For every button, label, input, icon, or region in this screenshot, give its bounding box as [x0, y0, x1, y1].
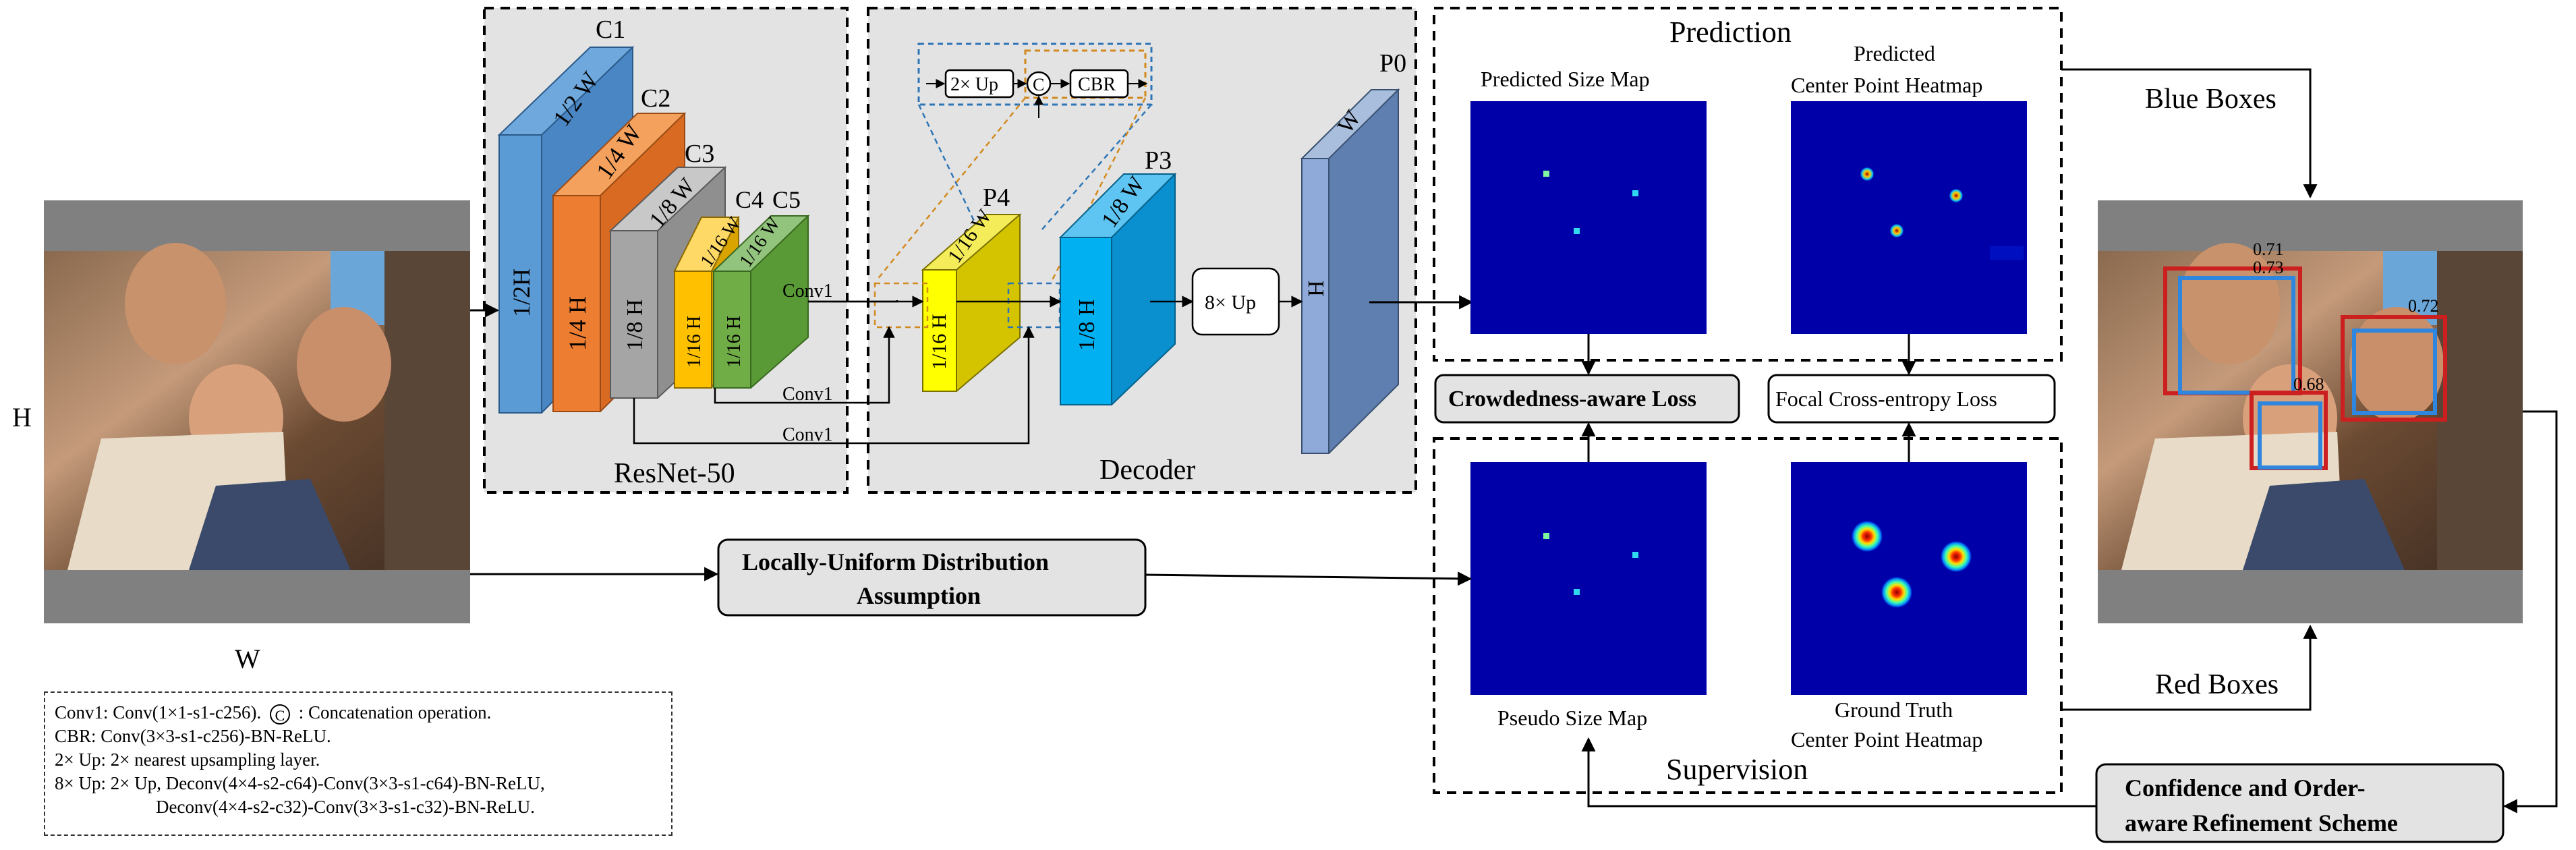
legend-conv1: Conv1: Conv(1×1-s1-c256).: [55, 702, 262, 722]
input-image: [44, 200, 470, 623]
cbr-label: CBR: [1078, 74, 1116, 95]
pred-size-map: [1470, 101, 1707, 334]
stage-c1-name: C1: [596, 16, 625, 44]
stage-c2-name: C2: [641, 84, 670, 113]
supervision-box: [1433, 437, 2063, 794]
up2-label: 2× Up: [950, 74, 998, 95]
stage-c5-name: C5: [772, 186, 801, 213]
blue-boxes-label: Blue Boxes: [2145, 84, 2277, 115]
p3-name: P3: [1145, 146, 1172, 175]
blue-box-2: [2352, 329, 2437, 415]
legend-line-1: Conv1: Conv(1×1-s1-c256). C : Concatenat…: [55, 701, 662, 725]
crowdedness-loss-label: Crowdedness-aware Loss: [1448, 387, 1696, 412]
up8-label: 8× Up: [1205, 291, 1256, 314]
p0-front-label: H: [1304, 280, 1329, 297]
gt-heatmap-label-2: Center Point Heatmap: [1791, 727, 1982, 752]
prediction-box: [1433, 7, 2063, 362]
p3-block: [1058, 173, 1177, 405]
legend-line-3: 2× Up: 2× nearest upsampling layer.: [55, 749, 320, 770]
gt-heatmap-label-1: Ground Truth: [1835, 698, 1953, 722]
luda-line1: Locally-Uniform Distribution: [742, 548, 1049, 575]
refinement-box: [2095, 763, 2505, 843]
pred-heatmap-label-1: Predicted: [1854, 41, 1935, 65]
pseudo-size-map-label: Pseudo Size Map: [1497, 706, 1647, 730]
refinement-line1: Confidence and Order-: [2125, 774, 2366, 801]
output-image: [2098, 200, 2523, 623]
legend-line-5: Deconv(4×4-s2-c32)-Conv(3×3-s1-c32)-BN-R…: [156, 797, 536, 817]
p0-name: P0: [1379, 49, 1406, 78]
stage-c4-name: C4: [735, 186, 764, 213]
refinement-line2: Refinement Scheme: [2192, 810, 2398, 837]
p0-block: [1300, 88, 1400, 454]
pseudo-size-map: [1470, 462, 1707, 695]
red-boxes-label: Red Boxes: [2155, 669, 2279, 700]
p4-front-label: 1/16 H: [928, 314, 950, 370]
focal-loss-label: Focal Cross-entropy Loss: [1775, 387, 1997, 411]
stage-c5-front-label: 1/16 H: [724, 316, 745, 368]
gt-heatmap: [1791, 462, 2027, 695]
p4-block: [921, 213, 1022, 392]
legend-concat-desc: : Concatenation operation.: [298, 702, 492, 722]
legend-concat-icon: C: [269, 704, 290, 725]
score-1: 0.71: [2253, 239, 2284, 259]
refinement-line1b: aware: [2125, 810, 2187, 837]
p3-front-label: 1/8 H: [1075, 300, 1099, 351]
legend-line-4: 8× Up: 2× Up, Deconv(4×4-s2-c64)-Conv(3×…: [55, 773, 545, 793]
conv1-label-mid: Conv1: [782, 384, 833, 405]
input-height-label: H: [12, 402, 32, 432]
conv1-label-bottom: Conv1: [782, 424, 833, 445]
pred-heatmap: [1791, 101, 2027, 334]
stage-c4-front-label: 1/16 H: [684, 316, 705, 368]
supervision-title: Supervision: [1666, 753, 1808, 786]
stage-c3-name: C3: [685, 140, 714, 168]
stage-c2-front-label: 1/4 H: [564, 296, 591, 351]
legend-box: Conv1: Conv(1×1-s1-c256). C : Concatenat…: [44, 691, 672, 836]
resnet-title: ResNet-50: [614, 458, 735, 489]
red-box-2: [2341, 315, 2447, 422]
conv1-label-top: Conv1: [782, 281, 833, 302]
decoder-title: Decoder: [1099, 455, 1195, 486]
score-3: 0.72: [2408, 296, 2439, 316]
pred-size-map-label: Predicted Size Map: [1481, 67, 1650, 91]
stage-c3-front-label: 1/8 H: [623, 300, 648, 351]
luda-line2: Assumption: [857, 582, 981, 609]
concat-label: C: [1033, 75, 1044, 94]
stage-c5-block: [712, 215, 810, 389]
pred-heatmap-label-2: Center Point Heatmap: [1791, 73, 1982, 97]
input-width-label: W: [235, 644, 260, 674]
blue-box-3: [2258, 401, 2322, 470]
p4-name: P4: [983, 183, 1010, 212]
prediction-title: Prediction: [1669, 16, 1792, 49]
legend-line-2: CBR: Conv(3×3-s1-c256)-BN-ReLU.: [55, 726, 331, 746]
stage-c1-front-label: 1/2H: [508, 268, 535, 317]
blue-box-1: [2178, 276, 2295, 395]
score-4: 0.68: [2293, 374, 2324, 394]
score-2: 0.73: [2253, 258, 2284, 277]
